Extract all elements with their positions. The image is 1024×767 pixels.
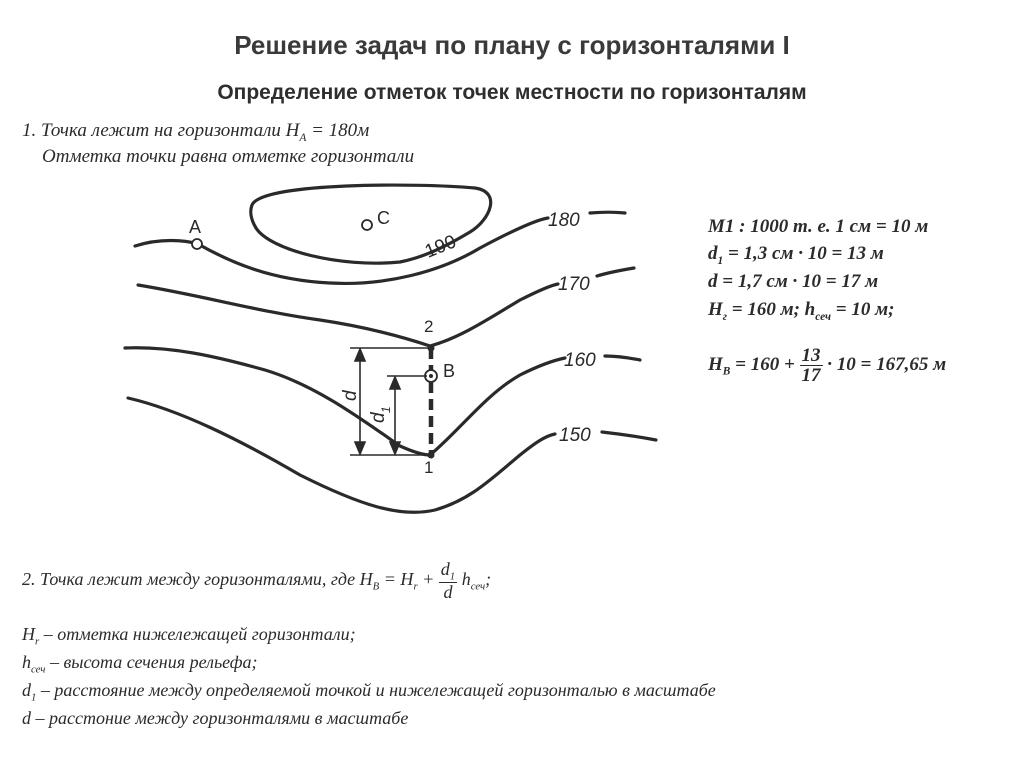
sol-frac-den: 17	[801, 365, 821, 386]
legend-hsech-text: – высота сечения рельефа;	[45, 652, 258, 672]
sol-hb-result: · 10 = 167,65 м	[822, 353, 947, 375]
point-b-label: B	[443, 361, 455, 381]
solution-hr: Hг = 160 м; hсеч = 10 м;	[708, 299, 894, 323]
contour-150-tail	[600, 430, 658, 442]
sol-frac-num: 13	[799, 345, 823, 366]
legend-d-sym: d	[22, 708, 31, 728]
sol-hr-sub: г	[722, 310, 727, 323]
case1-prefix: 1. Точка лежит на горизонтали H	[22, 120, 300, 141]
case2-eq: = H	[379, 568, 414, 589]
legend-hr-sym: H	[22, 624, 35, 644]
dimension-d1-sub: 1	[379, 406, 393, 413]
sol-hb-sym: H	[708, 353, 723, 375]
point-1-marker	[427, 451, 435, 459]
case2-frac-den: d	[443, 582, 453, 603]
case1-suffix: = 180м	[306, 120, 370, 141]
legend-hsech-sub: сеч	[31, 663, 46, 676]
legend-d1-sub: 1	[31, 691, 37, 704]
legend-d-text: – расстоние между горизонталями в масшта…	[31, 708, 409, 728]
case1-line1: 1. Точка лежит на горизонтали HA = 180м	[22, 120, 369, 144]
legend-hsech: hсеч – высота сечения рельефа;	[22, 652, 258, 676]
dimension-d1-label: d	[368, 411, 389, 423]
dimension-d-label: d	[340, 389, 361, 401]
case2-frac-num-sub: 1	[449, 570, 456, 583]
legend-d: d – расстоние между горизонталями в масш…	[22, 708, 408, 729]
case2-sub-r: r	[413, 580, 418, 593]
legend-d1: d1 – расстояние между определяемой точко…	[22, 680, 716, 704]
legend-hr-sub: r	[35, 635, 40, 648]
point-b-dot	[429, 374, 433, 378]
contour-160-tail	[603, 354, 642, 362]
label-190: 190	[422, 231, 459, 262]
point-c-label: C	[377, 208, 390, 228]
point-a-label: A	[189, 217, 201, 237]
page-subtitle: Определение отметок точек местности по г…	[217, 81, 807, 104]
legend-hsech-sym: h	[22, 652, 31, 672]
sol-d1-sub: 1	[717, 254, 724, 267]
label-180: 180	[548, 210, 580, 231]
point-2-label: 2	[424, 317, 433, 336]
contour-150	[126, 396, 557, 514]
case2-sub-b: B	[372, 580, 380, 593]
contour-170	[136, 282, 560, 348]
solution-d1: d1 = 1,3 см · 10 = 13 м	[708, 243, 884, 267]
legend-hr: Hr – отметка нижележащей горизонтали;	[22, 624, 356, 648]
point-a-marker	[191, 238, 203, 250]
label-150: 150	[559, 425, 591, 446]
sol-hb-text: = 160 +	[730, 353, 800, 375]
case2-h-sub: сеч	[470, 580, 486, 593]
case2-end: ;	[485, 568, 492, 589]
page-title: Решение задач по плану с горизонталями I	[234, 30, 790, 60]
contour-190	[249, 183, 493, 265]
sol-hsech-text: = 10 м;	[831, 299, 895, 320]
sol-d1-text: = 1,3 см · 10 = 13 м	[723, 243, 884, 264]
contour-180-tail	[588, 210, 627, 215]
legend-d1-text: – расстояние между определяемой точкой и…	[36, 680, 716, 700]
label-160: 160	[564, 350, 596, 371]
label-170: 170	[558, 274, 590, 295]
contour-160	[123, 346, 567, 457]
case2-prefix: 2. Точка лежит между горизонталями, где …	[22, 568, 373, 589]
sol-d1-sym: d	[708, 243, 718, 264]
point-1-label: 1	[424, 458, 433, 477]
case1-sub: A	[299, 131, 307, 144]
point-2-marker	[427, 344, 435, 352]
case1-line2: Отметка точки равна отметке горизонтали	[42, 146, 415, 167]
sol-hsech-sub: сеч	[815, 310, 832, 323]
solution-scale: M1 : 1000 т. е. 1 см = 10 м	[708, 216, 929, 237]
solution-d: d = 1,7 см · 10 = 17 м	[708, 271, 879, 292]
sol-hr-text: = 160 м; h	[727, 299, 816, 320]
case2-frac-num-sym: d	[440, 559, 450, 579]
legend-hr-text: – отметка нижележащей горизонтали;	[39, 624, 356, 644]
sol-hr-sym: H	[708, 299, 723, 320]
case2-plus: +	[417, 568, 439, 589]
case2-frac-num: d1	[438, 559, 458, 584]
point-c-marker	[361, 219, 373, 231]
sol-hb-sub: B	[722, 365, 731, 378]
contour-170-tail	[595, 266, 636, 278]
legend-d1-sym: d	[22, 680, 31, 700]
contour-180	[133, 216, 550, 285]
case2-h: h	[457, 568, 471, 589]
case2-line: 2. Точка лежит между горизонталями, где …	[22, 560, 491, 601]
